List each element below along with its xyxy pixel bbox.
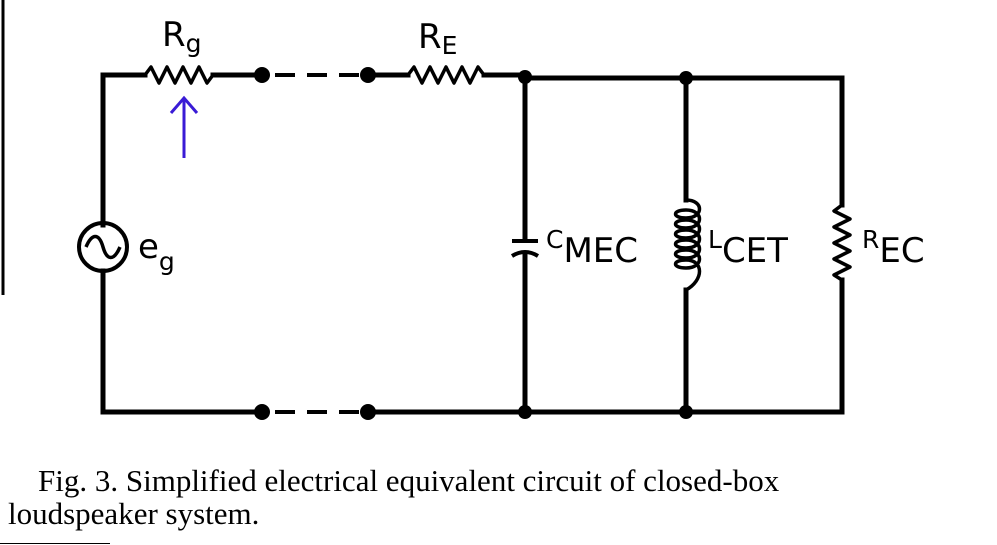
rec-resistor	[832, 203, 852, 282]
inductor-coil	[673, 198, 702, 292]
re-label: RE	[418, 17, 457, 60]
caption-line-1: Fig. 3. Simplified electrical equivalent…	[38, 463, 780, 498]
eg-label: eg	[138, 227, 175, 276]
rec-label: REC	[862, 225, 925, 271]
sine-wave-icon	[84, 234, 122, 260]
rg-label: Rg	[162, 15, 202, 58]
top-left-wire	[100, 72, 148, 228]
re-resistor	[406, 65, 486, 85]
caption-line-2: loudspeaker system.	[8, 496, 260, 531]
figure-caption: Fig. 3. Simplified electrical equivalent…	[8, 464, 993, 530]
bottom-right-wire	[365, 277, 845, 415]
bottom-left-terminal	[254, 404, 270, 420]
bottom-edge-mark	[0, 543, 110, 544]
rg-resistor	[143, 65, 215, 85]
top-left-terminal	[254, 67, 270, 83]
top-right-wire	[481, 72, 845, 208]
lcet-label: LCET	[708, 225, 788, 271]
rg-arrow-head	[169, 95, 199, 114]
bottom-left-wire	[100, 268, 265, 415]
cmec-label: CMEC	[546, 225, 638, 271]
